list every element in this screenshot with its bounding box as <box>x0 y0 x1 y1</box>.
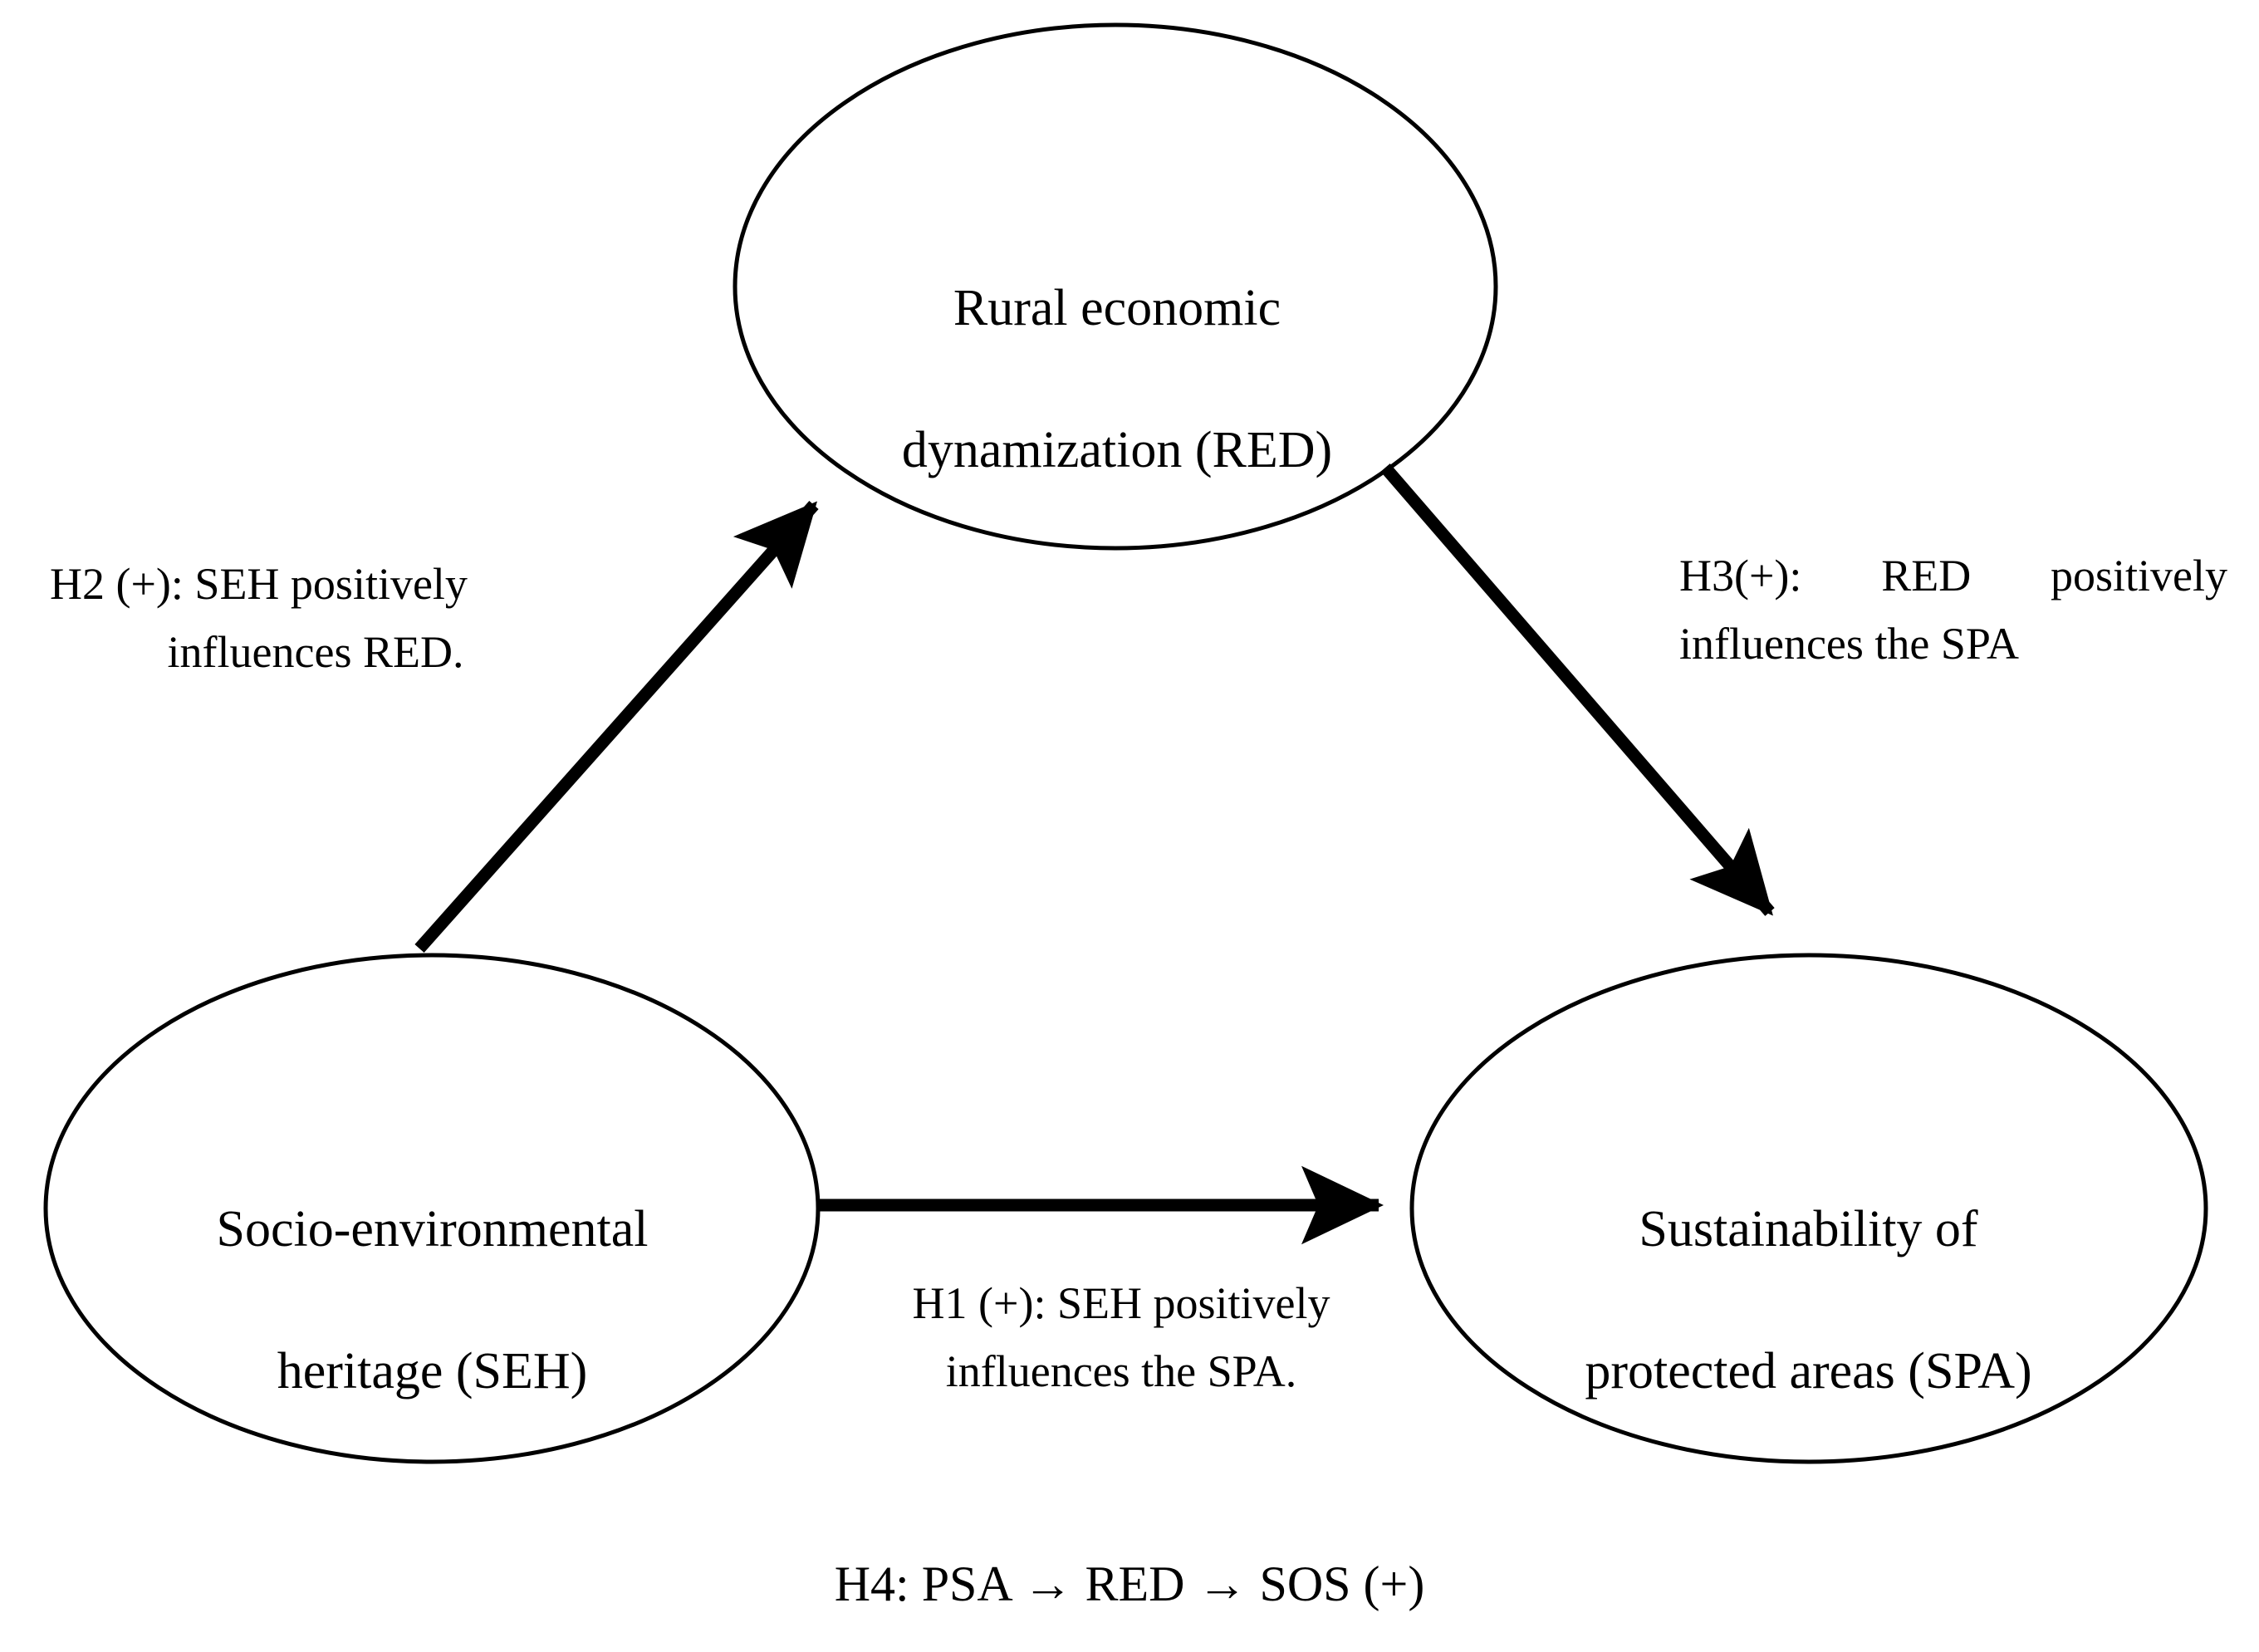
ellipse-rural-economic-dynamization <box>733 22 1498 551</box>
hypothesis-h2-line-2: influences RED. <box>167 627 464 678</box>
node-label-line-2: heritage (SEH) <box>277 1342 588 1400</box>
node-label-line-2: protected areas (SPA) <box>1585 1342 2032 1400</box>
hypothesis-h1-line-2: influences the SPA. <box>945 1346 1297 1397</box>
hypothesis-label-h4: H4: PSA → RED → SOS (+) <box>834 1556 1425 1611</box>
hypothesis-h3-line-2: influences the SPA <box>1679 619 2019 669</box>
hypothesis-label-h2: H2 (+): SEH positively influences RED. <box>50 550 581 686</box>
hypothesis-h1-line-1: H1 (+): SEH positively <box>912 1278 1330 1328</box>
node-label-line-1: Rural economic <box>953 279 1281 336</box>
hypothesis-label-h3: H3(+): RED positively influences the SPA <box>1679 542 2227 678</box>
node-label-sustainability-of-protected-areas: Sustainability of protected areas (SPA) <box>1412 1123 2205 1407</box>
ellipse-sustainability-of-protected-areas <box>1409 953 2208 1464</box>
node-label-line-1: Socio-environmental <box>216 1200 649 1257</box>
node-label-line-1: Sustainability of <box>1639 1200 1978 1257</box>
node-label-rural-economic-dynamization: Rural economic dynamization (RED) <box>735 202 1499 486</box>
arrow-seh-to-red <box>414 501 819 953</box>
node-label-line-2: dynamization (RED) <box>901 421 1333 478</box>
hypothesis-h3-line-1: H3(+): RED positively <box>1679 551 2227 601</box>
hypothesis-h2-line-1: H2 (+): SEH positively <box>50 559 468 609</box>
node-label-socio-environmental-heritage: Socio-environmental heritage (SEH) <box>48 1123 816 1407</box>
arrow-red-to-spa <box>1380 463 1775 916</box>
hypothesis-label-h1: H1 (+): SEH positively influences the SP… <box>864 1269 1379 1405</box>
